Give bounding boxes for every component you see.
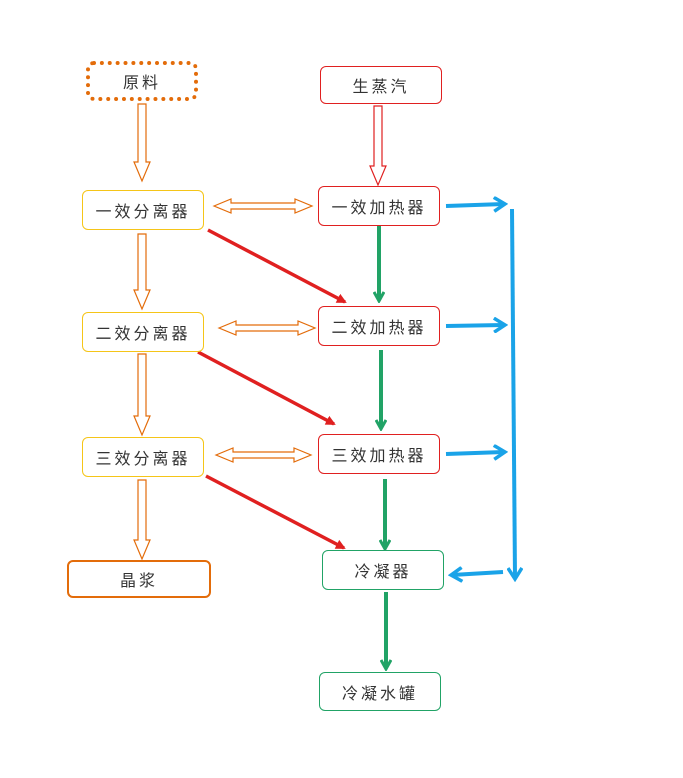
arrow-raw-to-sep1 — [133, 103, 151, 183]
node-sep2: 二效分离器 — [82, 312, 204, 352]
node-condensate-tank: 冷凝水罐 — [319, 672, 441, 711]
arrow-sep1-to-sep2 — [133, 233, 151, 311]
arrow-steam-to-heater1 — [369, 105, 387, 187]
arrow-sep1-to-heater2 — [207, 228, 347, 304]
arrow-heater3-to-collector — [445, 452, 504, 454]
node-raw-material: 原料 — [86, 61, 198, 101]
arrow-sep1-heater1-bidir — [212, 198, 314, 214]
node-heater2: 二效加热器 — [318, 306, 440, 346]
collector-down-line — [512, 208, 515, 578]
node-heater1: 一效加热器 — [318, 186, 440, 226]
node-heater3: 三效加热器 — [318, 434, 440, 474]
arrow-heater2-to-collector — [445, 325, 504, 326]
arrow-sep3-to-condenser — [205, 474, 346, 550]
arrow-sep2-to-heater3 — [197, 350, 336, 426]
arrow-sep3-to-slurry — [133, 479, 151, 561]
arrow-sep2-to-sep3 — [133, 353, 151, 437]
arrow-sep2-heater2-bidir — [217, 320, 317, 336]
node-live-steam: 生蒸汽 — [320, 66, 442, 104]
arrow-sep3-heater3-bidir — [214, 447, 313, 463]
arrow-collector-to-condenser — [452, 572, 504, 575]
node-condenser: 冷凝器 — [322, 550, 444, 590]
node-sep1: 一效分离器 — [82, 190, 204, 230]
arrow-heater1-to-collector — [445, 204, 504, 206]
node-sep3: 三效分离器 — [82, 437, 204, 477]
node-slurry: 晶浆 — [67, 560, 211, 598]
